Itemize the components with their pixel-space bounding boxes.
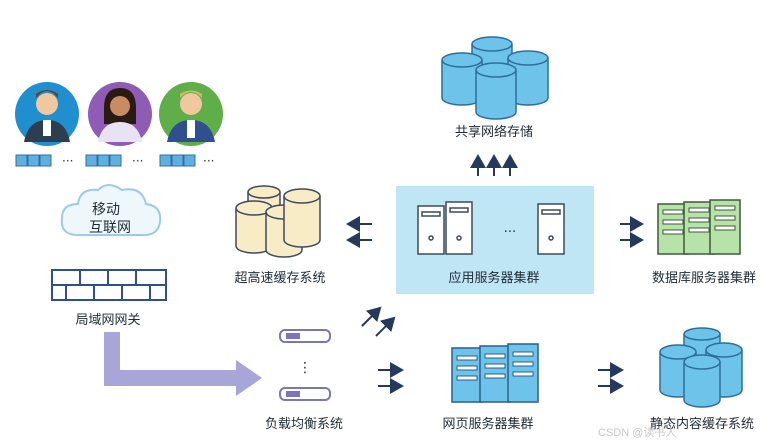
users-dots: ··· [62,154,73,168]
load-balancer-label: 负载均衡系统 [265,417,343,432]
users-dots: ··· [132,154,143,168]
mobile-internet-line2: 互联网 [89,220,131,236]
server-slots [662,205,736,235]
database-icon [659,327,743,408]
load-balancer-dots: ⋮ [298,360,312,376]
server-slots [456,351,534,381]
cloud-icon [60,184,162,237]
arrow-icon [378,362,404,394]
web-cluster-label: 网页服务器集群 [442,416,533,432]
device-cubes [15,154,196,167]
user-avatar-icon [159,82,223,146]
arrow-icon [620,216,644,248]
arrow-icon [598,362,624,394]
server-icon [417,201,565,255]
user-avatar-icon [15,82,79,146]
app-cluster-dots: ··· [504,225,516,240]
database-icon [235,185,321,258]
static-cache-label: 静态内容缓存系统 [650,416,754,432]
shared-storage-label: 共享网络存储 [455,124,533,140]
watermark: CSDN @读书人 [598,427,677,439]
firewall-icon [51,269,167,301]
user-avatar-icon [88,82,152,146]
app-cluster-label: 应用服务器集群 [448,270,539,286]
database-icon [441,36,549,120]
mobile-internet-line1: 移动 [92,202,120,218]
arrow-icon [346,216,372,248]
arrow-icon [361,306,396,337]
switch-icon [279,329,331,401]
arrow-icon [470,154,518,176]
lan-gateway-label: 局域网网关 [75,313,140,328]
hs-cache-label: 超高速缓存系统 [234,270,325,286]
users-dots: ··· [203,154,214,168]
arrow-icon [104,332,262,396]
db-cluster-label: 数据库服务器集群 [652,270,756,286]
